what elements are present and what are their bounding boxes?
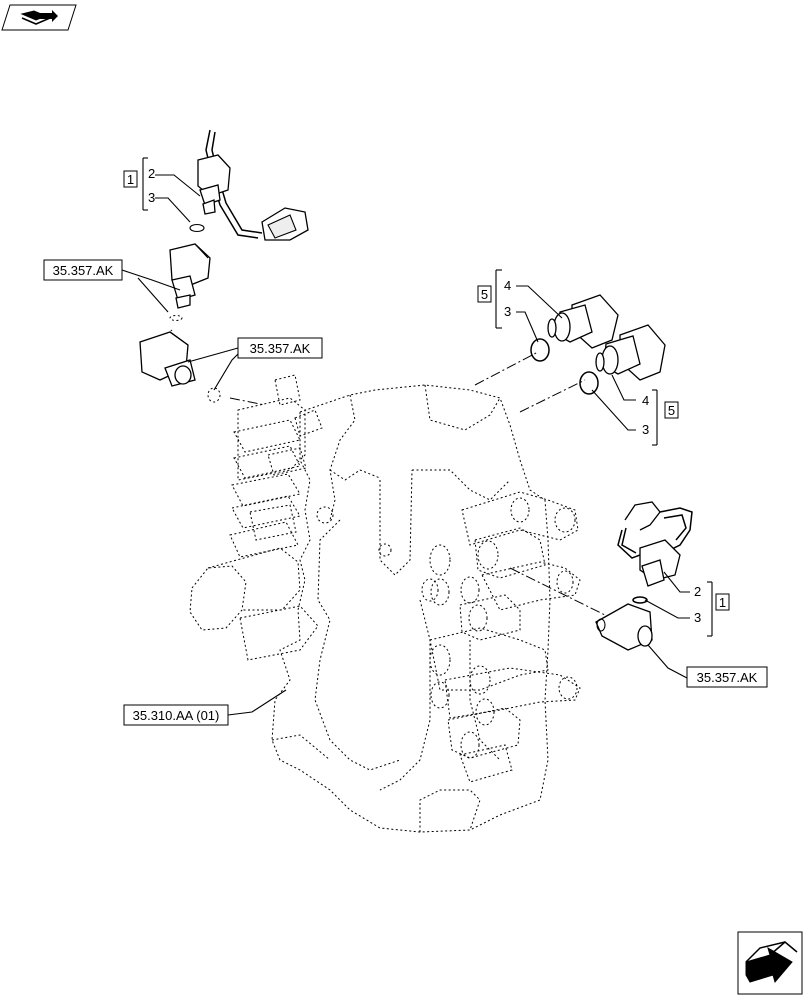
leader-lines	[121, 157, 713, 716]
group-box-right-bottom: 1	[715, 593, 730, 611]
item-number-right-upper-4: 4	[504, 278, 511, 293]
item-number-right-lower-3: 3	[642, 422, 649, 437]
group-box-right-bottom-text: 1	[719, 595, 726, 610]
group-box-right-lower: 5	[664, 401, 679, 419]
item-number-right-bottom-3: 3	[694, 610, 701, 625]
group-box-top-left-text: 1	[127, 172, 134, 187]
reference-label-upper-left: 35.357.AK	[53, 263, 114, 278]
fitting-right-upper	[530, 294, 619, 362]
group-box-top-left: 1	[123, 170, 138, 188]
fitting-right-lower	[579, 324, 666, 395]
reference-box-lower-right[interactable]: 35.357.AK	[686, 666, 768, 688]
group-box-right-upper: 5	[477, 285, 492, 303]
pressure-switch-top-left	[189, 129, 309, 241]
pressure-switch-right	[595, 501, 693, 651]
reference-box-upper-left[interactable]: 35.357.AK	[43, 259, 123, 281]
solenoid-left	[139, 331, 221, 403]
assembly-center-lines	[159, 329, 606, 616]
reference-label-middle-left: 35.357.AK	[250, 341, 311, 356]
group-box-right-lower-text: 5	[668, 403, 675, 418]
reference-label-valve-body: 35.310.AA (01)	[133, 708, 220, 723]
reference-label-lower-right: 35.357.AK	[697, 670, 758, 685]
sensor-left	[169, 243, 211, 321]
item-number-right-lower-4: 4	[642, 393, 649, 408]
book-navigation-icon[interactable]	[1, 4, 77, 31]
item-number-right-bottom-2: 2	[694, 584, 701, 599]
item-number-right-upper-3: 3	[504, 304, 511, 319]
next-page-arrow-icon[interactable]	[737, 931, 803, 995]
item-number-top-left-3: 3	[148, 190, 155, 205]
group-box-right-upper-text: 5	[481, 287, 488, 302]
reference-box-valve-body[interactable]: 35.310.AA (01)	[123, 704, 229, 726]
control-valve-block	[189, 374, 581, 833]
item-number-top-left-2: 2	[148, 166, 155, 181]
reference-box-middle-left[interactable]: 35.357.AK	[237, 337, 323, 359]
